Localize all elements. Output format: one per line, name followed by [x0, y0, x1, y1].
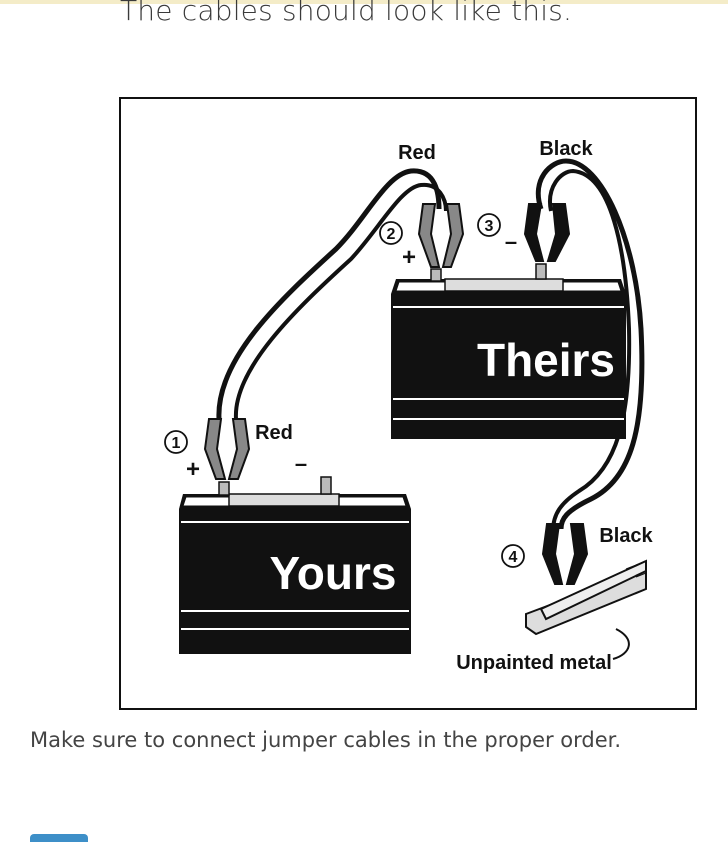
figure-caption: Make sure to connect jumper cables in th…	[30, 728, 622, 752]
step-3-marker: 3 –	[477, 213, 517, 254]
label-unpainted-metal: Unpainted metal	[456, 652, 612, 674]
top-accent-bar	[0, 0, 728, 4]
diagram-svg: Theirs Yours	[164, 138, 654, 674]
label-red-top: Red	[398, 142, 436, 164]
battery-yours-label: Yours	[270, 547, 397, 599]
svg-text:3: 3	[485, 218, 494, 235]
bottom-button-edge[interactable]	[30, 834, 88, 842]
plus-sign-1: +	[186, 456, 200, 483]
battery-theirs: Theirs	[391, 263, 626, 439]
step-2-marker: 2 +	[379, 221, 416, 271]
step-1-marker: 1 +	[164, 430, 200, 483]
clamp-4	[541, 523, 589, 585]
red-cable-loop	[233, 182, 448, 420]
black-cable	[535, 158, 645, 530]
step-4-marker: 4	[501, 544, 525, 568]
label-black-top: Black	[539, 138, 593, 160]
jumper-cable-diagram: Theirs Yours	[119, 97, 697, 710]
plus-sign-2: +	[402, 244, 416, 271]
label-black-right: Black	[599, 525, 653, 547]
svg-text:4: 4	[509, 549, 518, 566]
battery-theirs-label: Theirs	[477, 334, 615, 386]
clamp-2	[417, 203, 465, 268]
red-cable	[216, 168, 442, 420]
svg-text:2: 2	[387, 226, 396, 243]
minus-sign-3: –	[505, 229, 517, 254]
unpainted-metal-bracket	[525, 559, 647, 660]
battery-yours: Yours	[179, 476, 411, 654]
clamp-3	[523, 203, 571, 262]
page-heading: The cables should look like this.	[120, 0, 573, 27]
label-red-left: Red	[255, 422, 293, 444]
minus-sign-yours: –	[295, 451, 307, 476]
black-cable-loop	[548, 168, 632, 532]
clamp-1	[203, 418, 251, 480]
svg-text:1: 1	[172, 435, 181, 452]
